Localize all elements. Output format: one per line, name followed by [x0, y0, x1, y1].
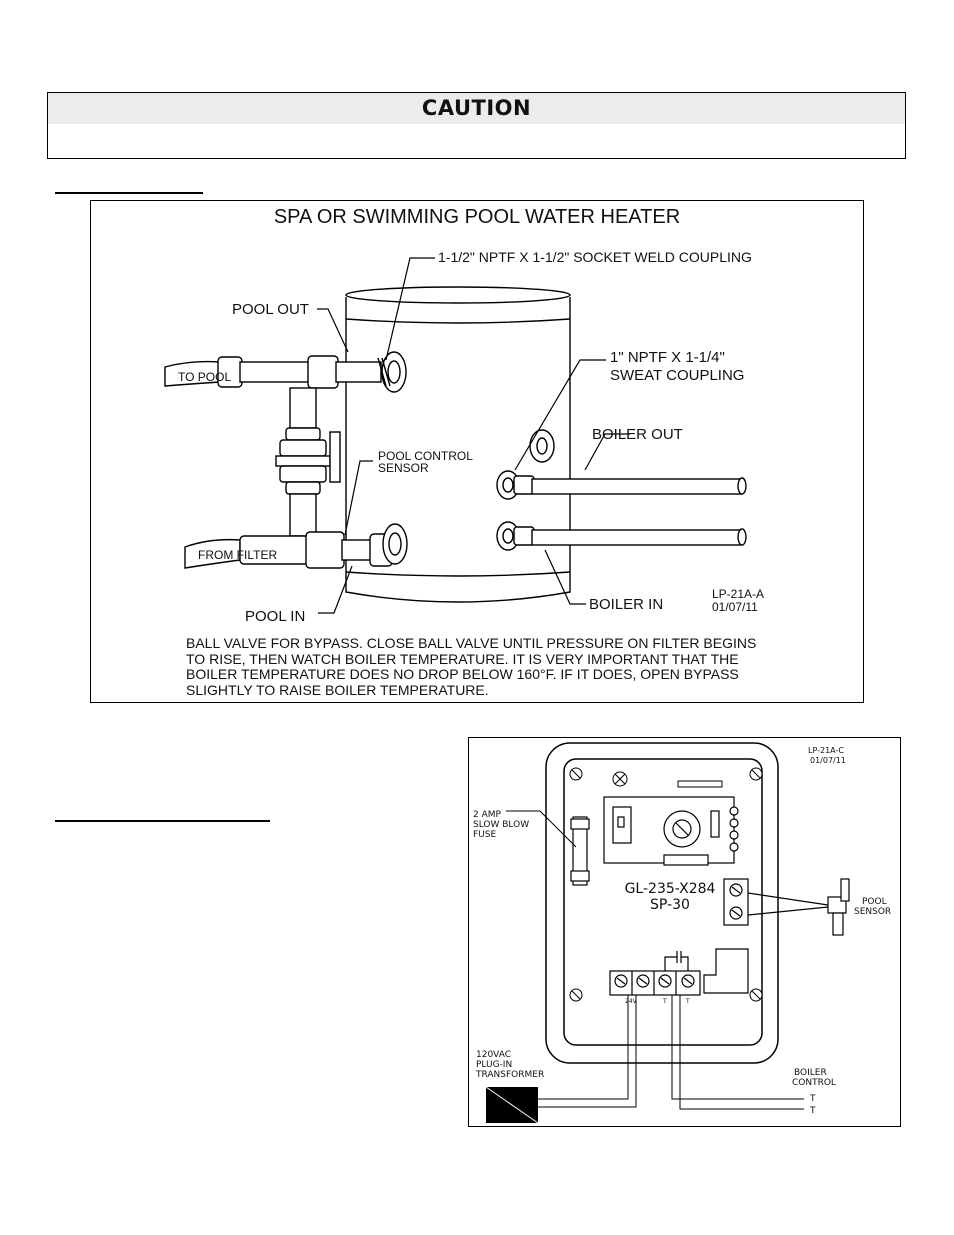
boiler-control-label-line: BOILER [794, 1068, 827, 1078]
terminal-strip [609, 948, 749, 996]
side-port [529, 429, 555, 463]
note-line: BALL VALVE FOR BYPASS. CLOSE BALL VALVE … [186, 635, 756, 651]
section-rule-middle [55, 820, 270, 822]
wires [538, 995, 804, 1110]
terminal-label: T [662, 998, 667, 1005]
socket-coupling-label: 1-1/2" NPTF X 1-1/2" SOCKET WELD COUPLIN… [438, 249, 752, 265]
corner-screws [569, 767, 763, 1002]
note-line: SLIGHTLY TO RAISE BOILER TEMPERATURE. [186, 682, 489, 698]
caution-box: CAUTION [47, 92, 906, 159]
wiring-drawing-date: 01/07/11 [810, 756, 846, 765]
boiler-terminal-label: T [809, 1094, 816, 1104]
bypass-valve [275, 387, 341, 537]
transformer-label-line: 120VAC [476, 1050, 511, 1060]
pool-sensor-icon [747, 878, 850, 936]
pool-control-sensor-label-2: SENSOR [378, 461, 429, 475]
fuse-label-line: SLOW BLOW [473, 820, 529, 830]
fuse-label-line: 2 AMP [473, 810, 502, 820]
pool-sensor-label-line: SENSOR [854, 907, 891, 917]
control-model-label: GL-235-X284 [625, 881, 716, 897]
terminal-label: 24V [625, 998, 638, 1005]
label-slot [677, 780, 723, 788]
note-line: TO RISE, THEN WATCH BOILER TEMPERATURE. … [186, 651, 739, 667]
fuse-label-line: FUSE [473, 830, 496, 840]
sweat-coupling-label-1: 1" NPTF X 1-1/4" [610, 349, 725, 366]
to-pool-label: TO POOL [178, 370, 231, 384]
transformer-icon [485, 1086, 539, 1124]
fuse-icon [570, 816, 590, 886]
boiler-control-label-line: CONTROL [792, 1078, 836, 1088]
boiler-out-label: BOILER OUT [592, 426, 683, 443]
sensor-terminals [723, 878, 749, 926]
section-rule-top [55, 192, 203, 194]
control-sub-label: SP-30 [650, 897, 690, 913]
fuse-leader [506, 810, 577, 848]
note-line: BOILER TEMPERATURE DOES NO DROP BELOW 16… [186, 666, 739, 682]
caution-title: CAUTION [48, 93, 905, 124]
drawing-id: LP-21A-A [712, 587, 764, 601]
pool-out-pipe [164, 351, 407, 393]
sweat-coupling-label-2: SWEAT COUPLING [610, 367, 744, 384]
terminal-label: T [685, 998, 690, 1005]
pool-sensor-label-line: POOL [862, 897, 887, 907]
transformer-label-line: PLUG-IN [476, 1060, 512, 1070]
pool-out-label: POOL OUT [232, 301, 309, 318]
boiler-in-pipe [496, 521, 747, 551]
boiler-out-pipe [496, 470, 747, 500]
control-module [603, 796, 739, 866]
boiler-terminal-label: T [809, 1106, 816, 1116]
wiring-diagram: LP-21A-C 01/07/11 GL-235-X284 SP-30 2 AM… [468, 737, 901, 1127]
leader-lines [317, 257, 630, 614]
wiring-drawing-id: LP-21A-C [808, 746, 844, 755]
pool-in-label: POOL IN [245, 608, 305, 625]
heater-diagram-title: SPA OR SWIMMING POOL WATER HEATER [274, 206, 680, 228]
pool-control-sensor-label-1: POOL CONTROL [378, 449, 473, 463]
pool-in-pipe [184, 523, 408, 569]
transformer-label-line: TRANSFORMER [475, 1070, 544, 1080]
heater-diagram: SPA OR SWIMMING POOL WATER HEATER [90, 200, 864, 703]
from-filter-label: FROM FILTER [198, 548, 277, 562]
boiler-in-label: BOILER IN [589, 596, 663, 613]
drawing-date: 01/07/11 [712, 600, 758, 614]
